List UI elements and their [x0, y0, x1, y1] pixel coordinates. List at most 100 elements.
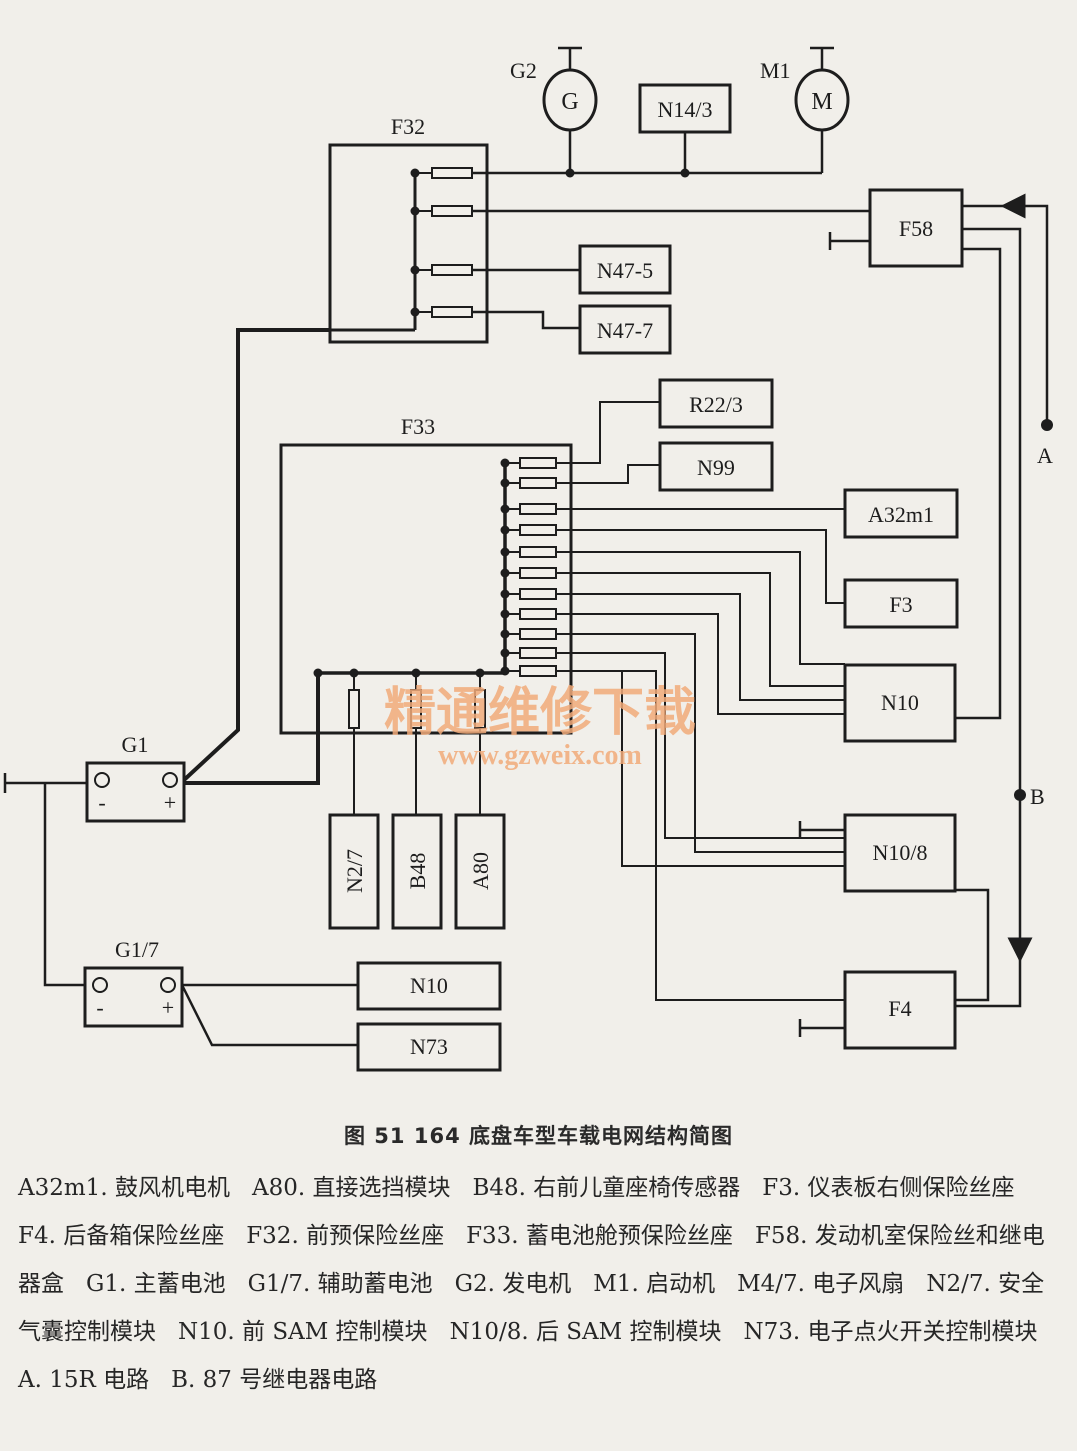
- bus-node: [500, 458, 510, 468]
- fuse: [519, 477, 557, 489]
- box-n14-3: [638, 83, 732, 173]
- g1-7-minus: -: [96, 995, 103, 1020]
- g1-7-label: G1/7: [115, 937, 159, 962]
- fuse: [519, 647, 557, 659]
- legend-item: B48. 右前儿童座椅传感器: [472, 1175, 741, 1201]
- legend-item: F3. 仪表板右侧保险丝座: [762, 1175, 1015, 1201]
- legend-item: A32m1. 鼓风机电机: [18, 1175, 230, 1201]
- f4-label: F4: [888, 996, 911, 1021]
- legend-item: F33. 蓄电池舱预保险丝座: [466, 1223, 733, 1249]
- legend-item: B. 87 号继电器电路: [171, 1367, 378, 1393]
- bus-node: [500, 478, 510, 488]
- box-n47-5: [578, 244, 672, 295]
- fuse: [519, 457, 557, 469]
- legend-item: N10/8. 后 SAM 控制模块: [449, 1319, 722, 1345]
- n10-label: N10: [881, 690, 919, 715]
- g2-symbol: G: [561, 89, 578, 115]
- watermark-url: www.gzweix.com: [438, 740, 642, 771]
- f33-label: F33: [401, 414, 435, 439]
- g2-label: G2: [510, 58, 537, 83]
- legend-item: F4. 后备箱保险丝座: [18, 1223, 225, 1249]
- g1-label: G1: [122, 732, 149, 757]
- fuse: [519, 524, 557, 536]
- legend-item: G1. 主蓄电池: [86, 1271, 226, 1297]
- fuse: [431, 264, 473, 276]
- circuit-b-label: B: [1030, 784, 1045, 809]
- box-f58: [828, 188, 964, 268]
- legend-item: N10. 前 SAM 控制模块: [178, 1319, 428, 1345]
- fuse: [519, 546, 557, 558]
- n99-label: N99: [697, 455, 735, 480]
- figure-caption: 图 51 164 底盘车型车载电网结构简图: [344, 1124, 733, 1148]
- bus-node: [410, 265, 420, 275]
- legend-item: N2/7. 安全气囊控制模块: [18, 1271, 1045, 1345]
- f33-wires: [556, 401, 845, 1001]
- a32m1-label: A32m1: [868, 502, 934, 527]
- fuse: [348, 689, 360, 729]
- fuse: [519, 608, 557, 620]
- legend-item: M1. 启动机: [593, 1271, 716, 1297]
- n10-lower-label: N10: [410, 973, 448, 998]
- fuse: [519, 665, 557, 677]
- f33-fuses: [500, 457, 557, 677]
- legend-item: N73. 电子点火开关控制模块: [743, 1319, 1038, 1345]
- bus-node: [500, 629, 510, 639]
- fuse: [431, 167, 473, 179]
- r22-3-label: R22/3: [689, 392, 743, 417]
- bus-node: [410, 168, 420, 178]
- legend-item: A80. 直接选挡模块: [251, 1175, 451, 1201]
- m1-label: M1: [760, 58, 791, 83]
- bus-node: [500, 504, 510, 514]
- legend-item: G2. 发电机: [454, 1271, 572, 1297]
- n2-7-label: N2/7: [342, 849, 367, 893]
- box-f3: [843, 578, 959, 629]
- box-n99: [658, 441, 774, 492]
- box-a80: [454, 813, 506, 930]
- watermark-cn: 精通维修下载: [384, 684, 696, 742]
- legend-item: M4/7. 电子风扇: [737, 1271, 905, 1297]
- fuse: [519, 567, 557, 579]
- box-n10-8: [798, 813, 957, 893]
- box-n10-lower: [356, 961, 502, 1011]
- bus-node: [500, 666, 510, 676]
- f3-label: F3: [889, 592, 912, 617]
- legend-item: F58. 发动机室保险丝和继电器盒: [18, 1223, 1045, 1297]
- box-n2-7: [328, 813, 380, 930]
- n47-7-label: N47-7: [597, 318, 653, 343]
- n47-5-label: N47-5: [597, 258, 653, 283]
- starter-m1: [794, 46, 850, 173]
- f32-label: F32: [391, 114, 425, 139]
- b48-label: B48: [405, 853, 430, 890]
- bus-node: [410, 307, 420, 317]
- bus-node: [500, 609, 510, 619]
- g1-plus: +: [164, 790, 176, 815]
- f58-label: F58: [899, 216, 933, 241]
- box-r22-3: [658, 378, 774, 429]
- fuse: [519, 588, 557, 600]
- bus-node: [500, 568, 510, 578]
- ground-line: [3, 773, 87, 987]
- generator-g2: [542, 46, 598, 173]
- box-f4: [798, 970, 957, 1050]
- box-b48: [391, 813, 443, 930]
- fuse: [431, 306, 473, 318]
- f32-fuses: [410, 167, 473, 318]
- f32-wires: [472, 171, 870, 330]
- main-supply-lines: [182, 328, 330, 785]
- legend: A32m1. 鼓风机电机 A80. 直接选挡模块 B48. 右前儿童座椅传感器 F3.…: [18, 1164, 1063, 1404]
- bus-node: [410, 206, 420, 216]
- n14-3-label: N14/3: [658, 97, 713, 122]
- legend-item: F32. 前预保险丝座: [246, 1223, 445, 1249]
- legend-item: A. 15R 电路: [18, 1367, 150, 1393]
- box-n10: [843, 663, 957, 743]
- fuse: [519, 628, 557, 640]
- box-a32m1: [843, 488, 959, 539]
- battery-g1-7: [83, 966, 184, 1028]
- legend-item: G1/7. 辅助蓄电池: [247, 1271, 433, 1297]
- n73-label: N73: [410, 1034, 448, 1059]
- circuit-lines-right: [955, 193, 1049, 1008]
- fuse: [519, 503, 557, 515]
- m1-symbol: M: [811, 89, 832, 115]
- box-n47-7: [578, 304, 672, 355]
- fuse: [431, 205, 473, 217]
